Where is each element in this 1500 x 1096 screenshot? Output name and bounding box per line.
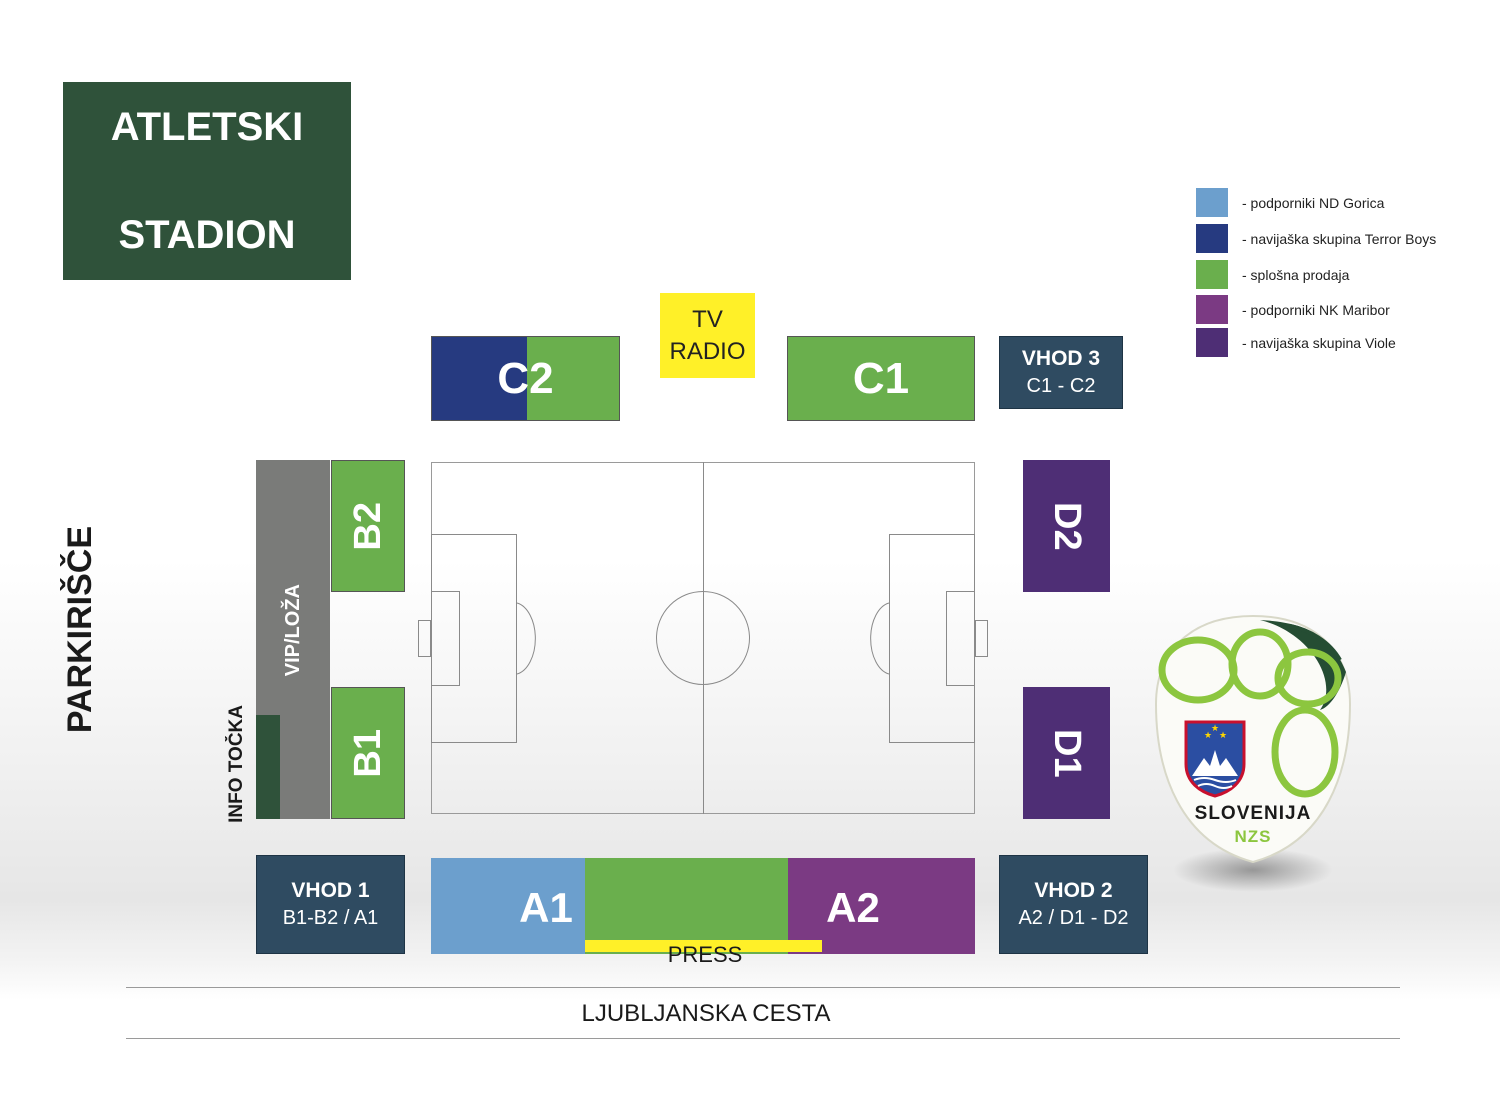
- svg-text:★: ★: [1211, 724, 1219, 734]
- stand-d1-label: D1: [1046, 728, 1088, 778]
- stand-b1-label: B1: [346, 728, 389, 778]
- center-circle: [656, 591, 750, 685]
- logo-org-text: NZS: [1234, 827, 1272, 846]
- gate-1[interactable]: VHOD 1 B1-B2 / A1: [256, 855, 405, 954]
- stadium-title-box: ATLETSKI STADION: [63, 82, 351, 280]
- parking-label: PARKIRIŠČE: [60, 526, 99, 734]
- legend-label-viole: - navijaška skupina Viole: [1242, 335, 1396, 351]
- gate-1-name: VHOD 1: [291, 879, 370, 902]
- gate-3-sections: C1 - C2: [1026, 375, 1096, 397]
- nzs-logo: ★ ★ ★ SLOVENIJA NZS: [1150, 612, 1356, 902]
- legend-label-general: - splošna prodaja: [1242, 267, 1350, 283]
- stand-d2-label: D2: [1046, 501, 1088, 551]
- gate-2-name: VHOD 2: [1034, 879, 1113, 902]
- slovenia-coat-of-arms-icon: ★ ★ ★: [1184, 720, 1246, 798]
- gate-3-name: VHOD 3: [1021, 347, 1101, 370]
- vip-label: VIP/LOŽA: [281, 583, 304, 677]
- svg-text:★: ★: [1204, 731, 1212, 741]
- football-pitch: [418, 462, 988, 814]
- stadium-title-line1: ATLETSKI: [110, 105, 304, 149]
- tv-radio-area: TV RADIO: [660, 293, 755, 378]
- right-goal-area: [946, 591, 975, 686]
- logo-country-text: SLOVENIJA: [1194, 803, 1312, 824]
- legend-label-terror-boys: - navijaška skupina Terror Boys: [1242, 231, 1437, 247]
- legend-swatch-maribor: [1196, 295, 1228, 324]
- stand-a2[interactable]: A2: [788, 858, 975, 954]
- info-point-label: INFO TOČKA: [226, 705, 247, 823]
- road-label: LJUBLJANSKA CESTA: [581, 1000, 831, 1027]
- road-edge-bottom: [126, 1038, 1400, 1039]
- stand-a1[interactable]: A1: [431, 858, 585, 954]
- legend-label-maribor: - podporniki NK Maribor: [1242, 302, 1390, 318]
- legend-label-gorica: - podporniki ND Gorica: [1242, 195, 1385, 211]
- nzs-shield-icon: [1154, 614, 1352, 892]
- press-label: PRESS: [667, 942, 743, 967]
- gate-1-sections: B1-B2 / A1: [282, 907, 379, 929]
- legend-swatch-general: [1196, 260, 1228, 289]
- stand-c2[interactable]: C2: [431, 336, 620, 421]
- stand-a: A1 A2: [431, 858, 975, 954]
- legend-swatch-viole: [1196, 328, 1228, 357]
- right-goal: [975, 620, 988, 657]
- left-goal: [418, 620, 431, 657]
- stand-d1[interactable]: D1: [1023, 687, 1110, 819]
- stand-b2[interactable]: B2: [331, 460, 405, 592]
- road-edge-top: [126, 987, 1400, 988]
- stand-a2-label: A2: [826, 884, 880, 931]
- stand-a1-label: A1: [519, 884, 573, 931]
- radio-label: RADIO: [669, 337, 746, 365]
- stadium-title-line2: STADION: [118, 213, 296, 257]
- legend-swatch-gorica: [1196, 188, 1228, 217]
- legend-swatch-terror-boys: [1196, 224, 1228, 253]
- stand-a-general[interactable]: [585, 858, 788, 954]
- left-goal-area: [431, 591, 460, 686]
- stand-b2-label: B2: [346, 501, 389, 551]
- svg-text:★: ★: [1219, 731, 1227, 741]
- stand-c1[interactable]: C1: [787, 336, 975, 421]
- gate-2-sections: A2 / D1 - D2: [1018, 907, 1129, 929]
- stand-d2[interactable]: D2: [1023, 460, 1110, 592]
- stand-c2-label: C2: [497, 353, 554, 403]
- gate-3[interactable]: VHOD 3 C1 - C2: [999, 336, 1123, 409]
- tv-label: TV: [692, 305, 723, 333]
- gate-2[interactable]: VHOD 2 A2 / D1 - D2: [999, 855, 1148, 954]
- info-point[interactable]: [256, 715, 280, 819]
- press-area[interactable]: [585, 940, 822, 952]
- stand-b1[interactable]: B1: [331, 687, 405, 819]
- penalty-arcs: [516, 602, 890, 675]
